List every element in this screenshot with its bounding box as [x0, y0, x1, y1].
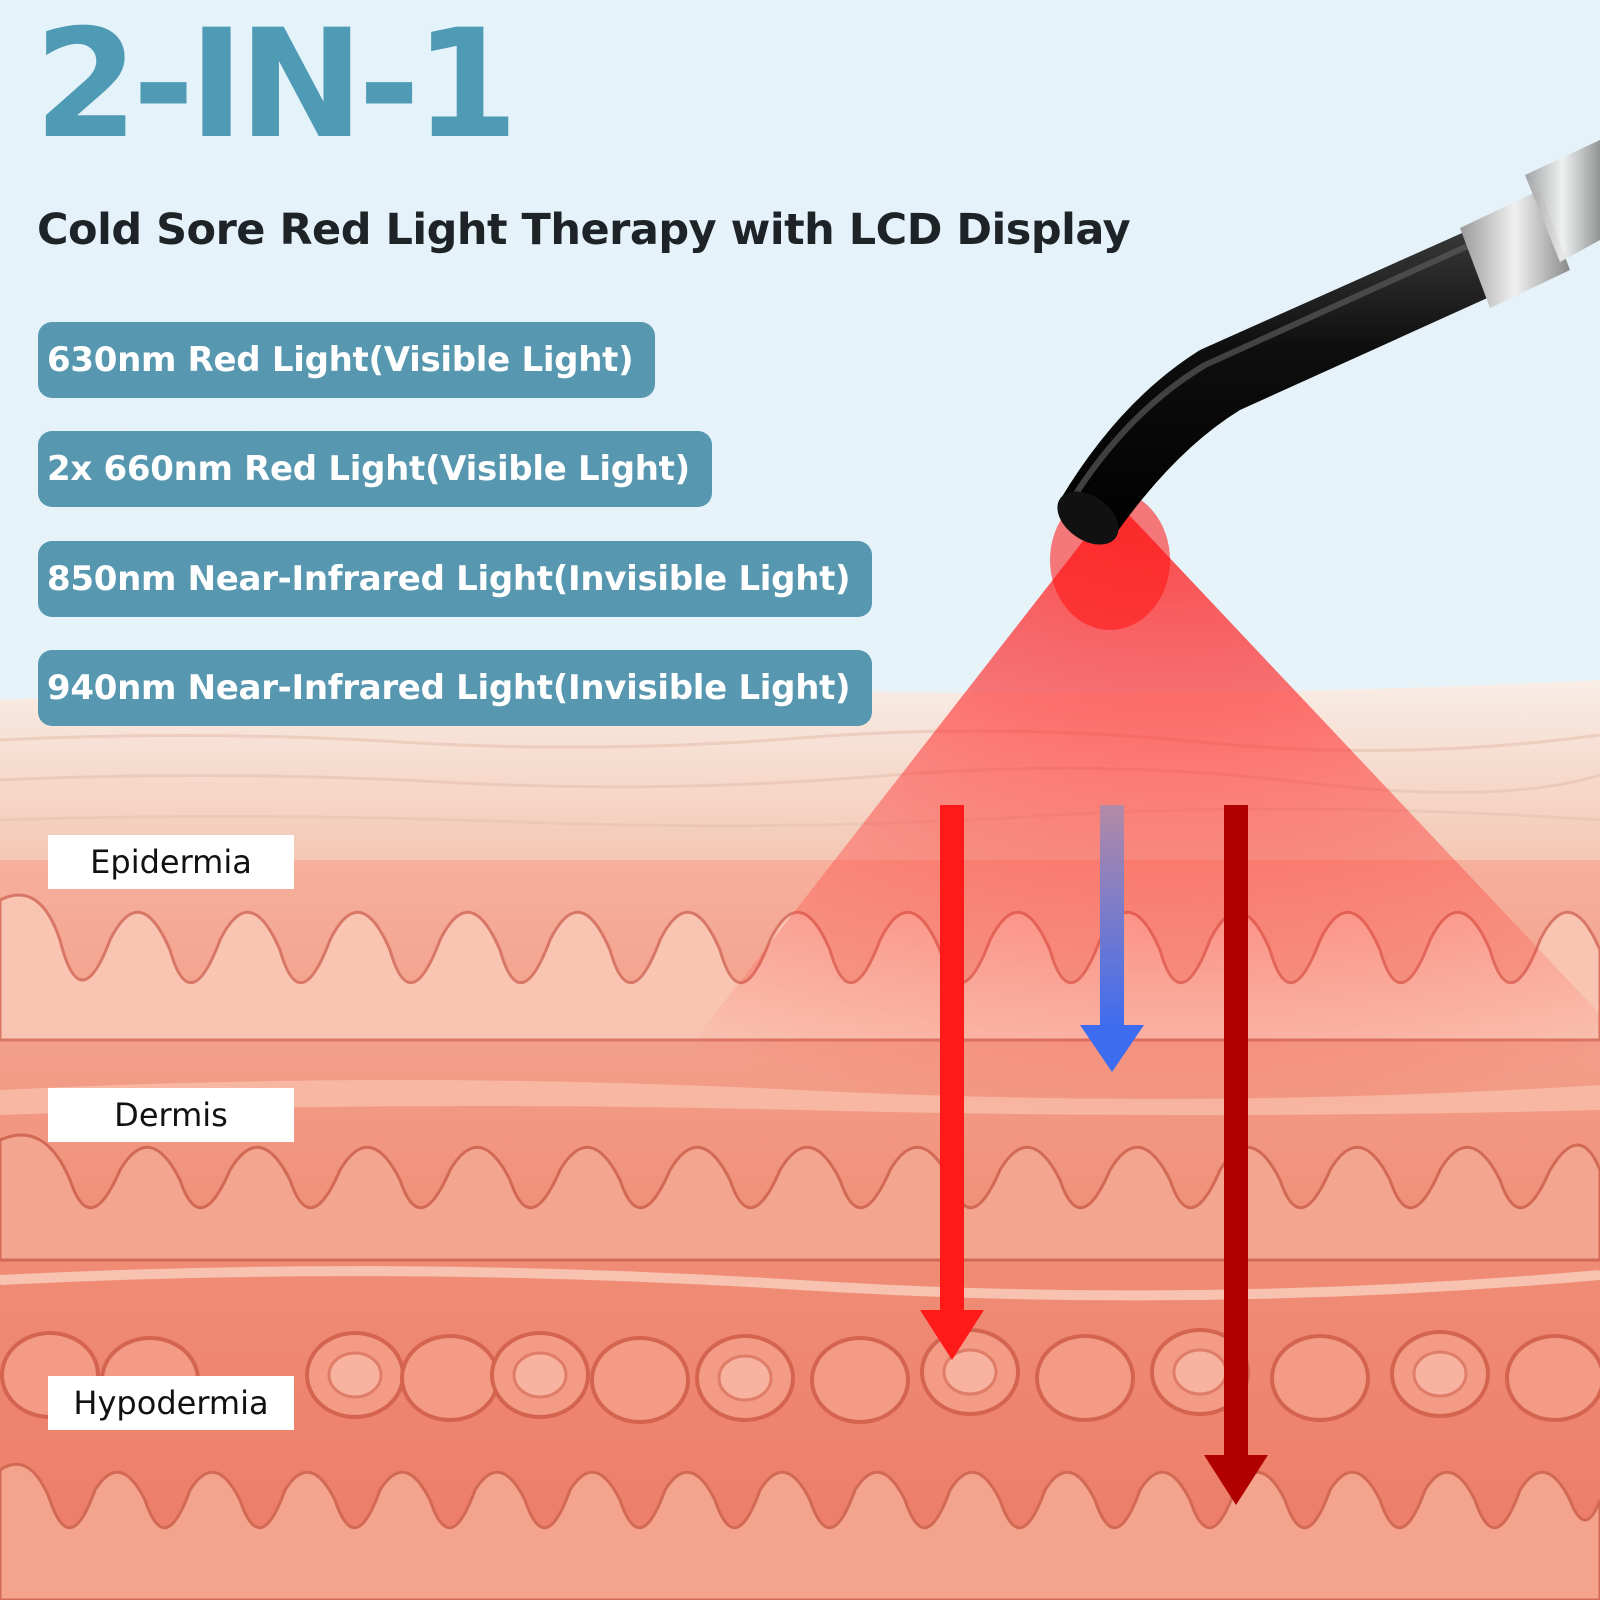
bottom-papillae — [0, 1462, 1600, 1600]
red-arrow-660nm — [920, 805, 984, 1360]
layer-label-epidermia: Epidermia — [48, 835, 294, 889]
wavelength-pill-940nm: 940nm Near-Infrared Light(Invisible Ligh… — [38, 650, 873, 726]
layer-label-dermis: Dermis — [48, 1088, 294, 1142]
wavelength-pill-630nm: 630nm Red Light(Visible Light) — [38, 322, 656, 398]
blue-arrow-630nm — [1080, 805, 1144, 1072]
wavelength-pill-850nm: 850nm Near-Infrared Light(Invisible Ligh… — [38, 541, 873, 617]
dermis-line — [0, 1266, 1600, 1301]
hypodermis-cell-cores — [327, 1348, 1468, 1402]
subtitle: Cold Sore Red Light Therapy with LCD Dis… — [37, 205, 1131, 255]
device-wand — [1057, 140, 1600, 545]
layer-label-hypodermia: Hypodermia — [48, 1376, 294, 1430]
wavelength-pill-660nm: 2x 660nm Red Light(Visible Light) — [38, 431, 712, 507]
dermis-papillae — [0, 1133, 1600, 1262]
dark-red-arrow-infrared — [1204, 805, 1268, 1505]
headline: 2-IN-1 — [34, 0, 519, 172]
